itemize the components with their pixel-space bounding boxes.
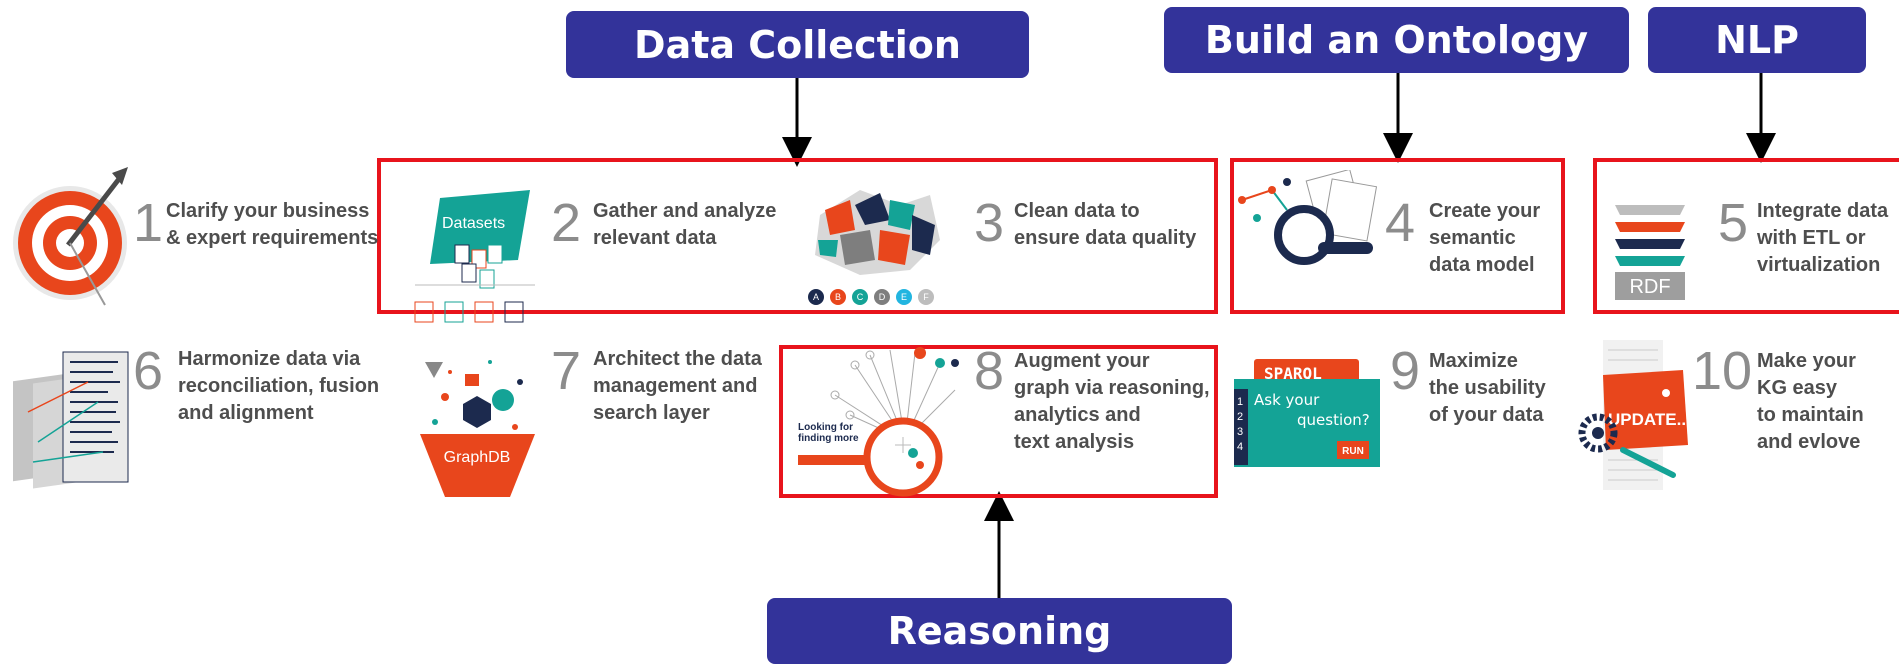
sparql-text: SPARQL [1264, 364, 1322, 383]
semantic-model-icon [1238, 170, 1378, 265]
nlp-label: NLP [1648, 7, 1866, 73]
run-text: RUN [1342, 446, 1364, 457]
step-7-number: 7 [551, 341, 582, 401]
rdf-text: RDF [1629, 276, 1670, 298]
step-6-number: 6 [133, 341, 164, 401]
graphdb-icon: GraphDB [420, 360, 535, 497]
question-text: question? [1297, 411, 1370, 429]
line-number-2: 2 [1237, 411, 1243, 423]
ontology-highlight [1230, 158, 1565, 314]
letter-e: E [901, 292, 907, 302]
letter-f: F [923, 292, 929, 302]
step-1-number: 1 [133, 193, 164, 253]
step-4-text: Create your semantic data model [1429, 200, 1541, 276]
step-2-text: Gather and analyze relevant data [593, 200, 777, 249]
target-icon [13, 167, 128, 306]
step-10-number: 10 [1692, 341, 1753, 401]
line-number-4: 4 [1237, 441, 1243, 453]
step-9-text: Maximize the usability of your data [1429, 350, 1546, 426]
data-collection-label: Data Collection [566, 11, 1029, 78]
reasoning-label: Reasoning [767, 598, 1232, 664]
step-2-number: 2 [551, 193, 582, 253]
step-3-text: Clean data to ensure data quality [1014, 200, 1197, 249]
update-icon: UPDATE... [1578, 340, 1691, 490]
letter-b: B [835, 292, 841, 302]
graphdb-text: GraphDB [444, 449, 511, 466]
clean-data-icon: A B C D E F [808, 190, 940, 305]
build-ontology-label: Build an Ontology [1164, 7, 1629, 73]
update-text: UPDATE... [1608, 410, 1691, 429]
nlp-highlight [1593, 158, 1899, 314]
letter-a: A [813, 292, 819, 302]
step-8-number: 8 [974, 341, 1005, 401]
data-collection-highlight [377, 158, 1218, 314]
step-8-text: Augment your graph via reasoning, analyt… [1014, 350, 1210, 453]
step-1-text: Clarify your business & expert requireme… [166, 200, 379, 249]
line-number-1: 1 [1237, 396, 1243, 408]
datasets-icon: Datasets [414, 190, 535, 323]
letter-d: D [879, 292, 886, 302]
step-7-text: Architect the data management and search… [593, 348, 762, 424]
step-5-number: 5 [1718, 193, 1749, 253]
reasoning-icon: Looking for finding more [798, 347, 959, 497]
reasoning-highlight [779, 345, 1218, 498]
step-9-number: 9 [1390, 341, 1421, 401]
ask-text: Ask your [1254, 391, 1320, 409]
rdf-stack-icon: RDF [1615, 205, 1685, 300]
line-number-3: 3 [1237, 426, 1243, 438]
datasets-text: Datasets [442, 215, 505, 232]
letter-c: C [857, 292, 864, 302]
harmonize-icon [13, 351, 129, 489]
step-3-number: 3 [974, 193, 1005, 253]
step-5-text: Integrate data with ETL or virtualizatio… [1757, 200, 1889, 276]
step-10-text: Make your KG easy to maintain and evlove [1757, 350, 1864, 453]
sparql-icon: SPARQL 1 2 3 4 Ask your question? RUN [1234, 359, 1380, 467]
looking-for-text: Looking for finding more [798, 422, 859, 444]
step-4-number: 4 [1385, 193, 1416, 253]
step-6-text: Harmonize data via reconciliation, fusio… [178, 348, 380, 424]
